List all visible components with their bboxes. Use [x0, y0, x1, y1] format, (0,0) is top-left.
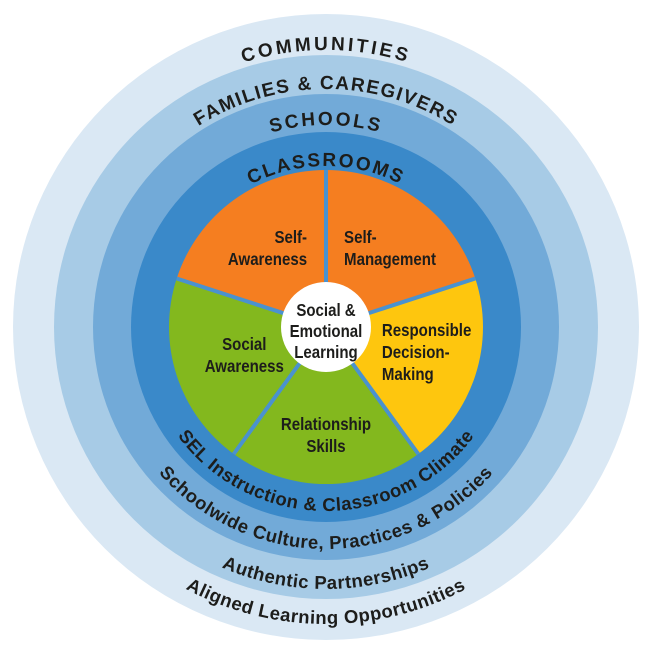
slice-label-self-management-line1: Self- — [344, 228, 377, 247]
slice-label-social-awareness-line2: Awareness — [205, 357, 284, 376]
slice-label-self-awareness-line1: Self- — [274, 228, 307, 247]
slice-label-responsible-line1: Responsible — [382, 321, 471, 340]
slice-relationship-skills — [233, 327, 419, 484]
slice-label-self-management-line2: Management — [344, 250, 436, 269]
slice-self-awareness — [176, 170, 326, 327]
center-label-line2: Emotional — [290, 322, 363, 341]
slice-self-management — [326, 170, 476, 327]
slice-label-relationship-line2: Skills — [306, 437, 345, 456]
slice-label-responsible-line3: Making — [382, 365, 434, 384]
center-circle — [281, 282, 371, 372]
pie-labels: Self- Awareness Self- Management Respons… — [205, 228, 472, 456]
slice-label-self-awareness-line2: Awareness — [228, 250, 307, 269]
center-label-line3: Learning — [294, 343, 358, 362]
slice-label-relationship-line1: Relationship — [281, 415, 371, 434]
slice-label-social-awareness-line1: Social — [222, 335, 266, 354]
center-label-line1: Social & — [296, 301, 356, 320]
slice-label-responsible-line2: Decision- — [382, 343, 450, 362]
